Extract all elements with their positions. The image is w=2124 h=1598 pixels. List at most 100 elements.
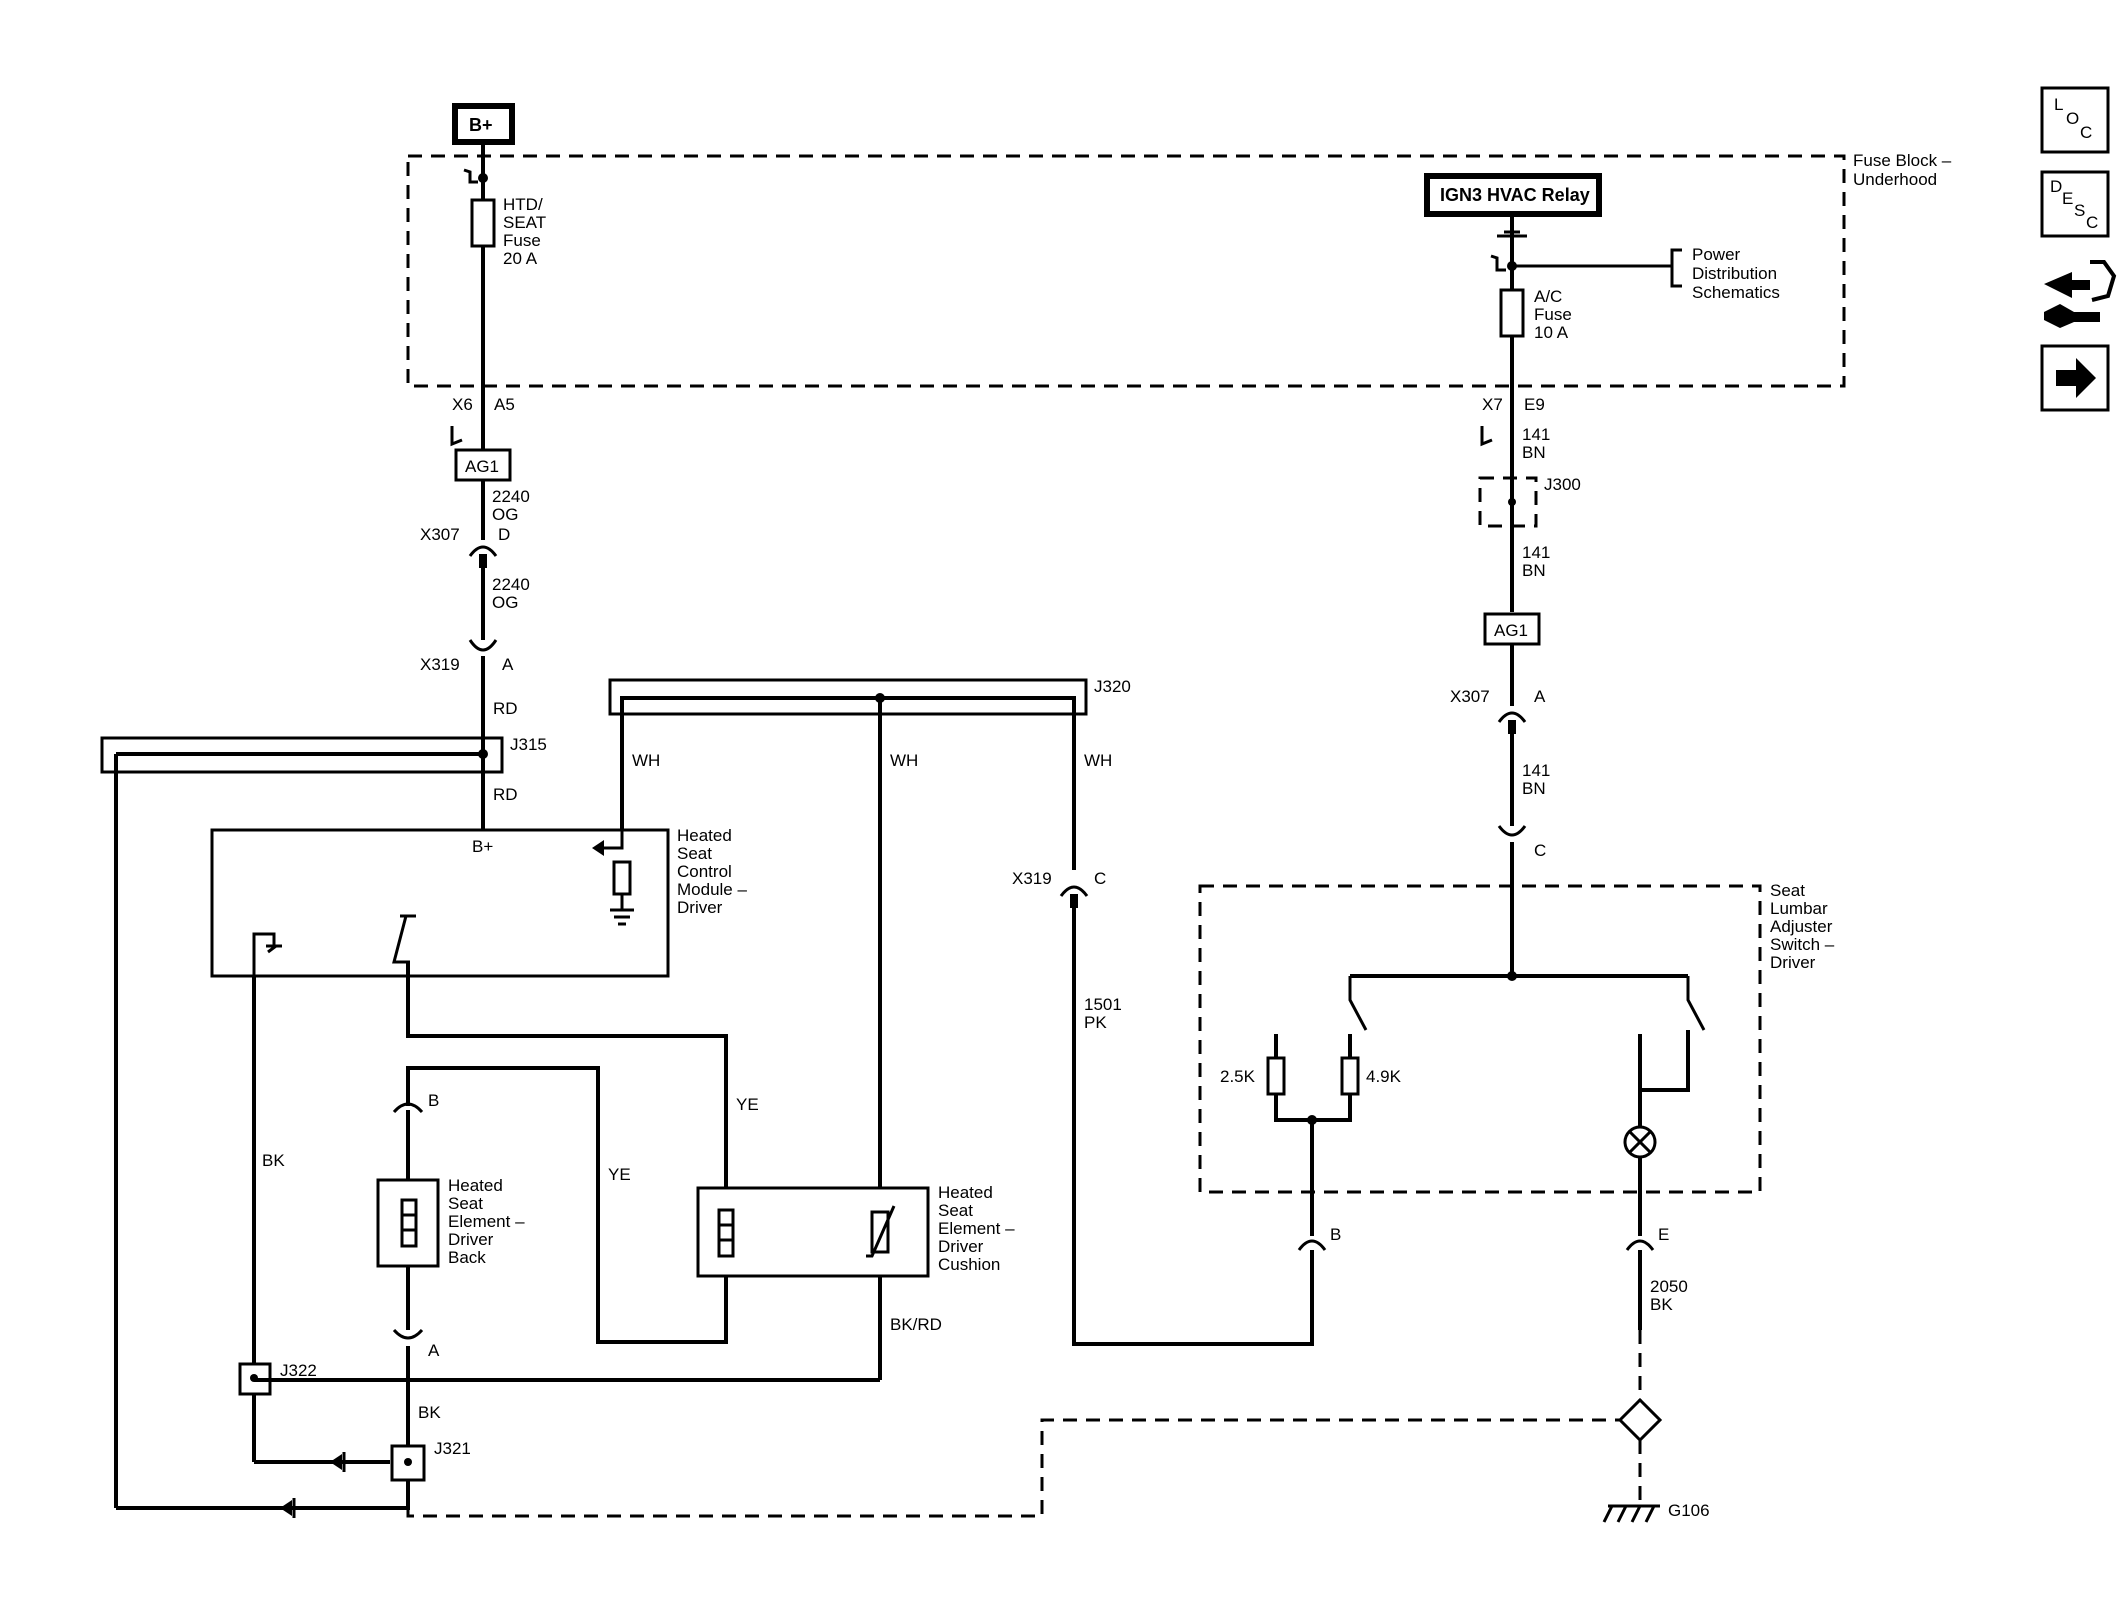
cushion-label-1: Heated	[938, 1183, 993, 1202]
power-dist-l2: Distribution	[1692, 264, 1777, 283]
htd-terminal	[463, 168, 478, 184]
wh-label-3: WH	[1084, 751, 1112, 770]
htd-fuse-symbol	[470, 198, 496, 248]
b-pin-connector	[392, 1102, 424, 1114]
lumbar-switch-outline	[1198, 884, 1762, 1194]
j320-bus	[620, 696, 1076, 870]
x319-left-label: X319	[420, 655, 460, 674]
module-label-3: Control	[677, 862, 732, 881]
switch-label-1: Seat	[1770, 881, 1805, 900]
ground-label: G106	[1668, 1501, 1710, 1520]
back-label-5: Back	[448, 1248, 486, 1267]
lamp-loop	[1638, 1030, 1690, 1092]
loc-icon[interactable]: L O C	[2040, 86, 2110, 154]
bkrd-label: BK/RD	[890, 1315, 942, 1334]
wire-2240-2a: 2240	[492, 575, 530, 594]
ag1-right-label: AG1	[1494, 621, 1528, 640]
rd-label-1: RD	[493, 699, 518, 718]
back-element-coil	[402, 1213, 416, 1232]
x319-left-connector	[468, 639, 498, 652]
x6-label: X6	[452, 395, 473, 414]
e-pin-connector	[1625, 1239, 1655, 1251]
ac-terminal	[1490, 254, 1506, 272]
c-pin-connector	[1497, 825, 1527, 837]
x7-label: X7	[1482, 395, 1503, 414]
connector-tool-icon[interactable]	[2044, 260, 2117, 328]
ground-symbol	[1602, 1504, 1660, 1523]
desc-icon[interactable]: D E S C	[2040, 170, 2110, 238]
switch-label-4: Switch –	[1770, 935, 1835, 954]
module-input-arrow	[592, 840, 604, 856]
wire-141-2a: 141	[1522, 543, 1550, 562]
bk-label-2: BK	[418, 1403, 441, 1422]
power-dist-l3: Schematics	[1692, 283, 1780, 302]
diode-2-arrow	[280, 1500, 292, 1516]
switch-label-3: Adjuster	[1770, 917, 1833, 936]
b-pin-right-label: B	[1330, 1225, 1341, 1244]
x6-connector	[450, 426, 463, 447]
ag1-right-box	[1483, 612, 1541, 646]
ye-label-1: YE	[736, 1095, 759, 1114]
cushion-label-4: Driver	[938, 1237, 984, 1256]
x307-a-pin: A	[1534, 687, 1546, 706]
j300-node	[1508, 498, 1516, 506]
htd-fuse-l1: HTD/	[503, 195, 543, 214]
module-resistor	[612, 860, 632, 896]
cushion-label-3: Element –	[938, 1219, 1015, 1238]
htd-node	[478, 173, 488, 183]
cushion-thermistor	[870, 1210, 890, 1254]
x319-c-label: X319	[1012, 869, 1052, 888]
r1-label: 2.5K	[1220, 1067, 1256, 1086]
module-chassis-ground	[252, 932, 282, 976]
cushion-heater	[717, 1208, 735, 1258]
a5-label: A5	[494, 395, 515, 414]
x7-connector	[1480, 426, 1493, 447]
j315-to-j321	[116, 1480, 410, 1510]
resistor-loop	[1274, 1034, 1352, 1122]
switch-contact-2	[1686, 976, 1706, 1031]
power-dist-l1: Power	[1692, 245, 1741, 264]
loc-o: O	[2066, 109, 2079, 128]
wh-label-1: WH	[632, 751, 660, 770]
cushion-coil	[719, 1223, 733, 1242]
lamp-cross	[1628, 1130, 1652, 1154]
back-label-1: Heated	[448, 1176, 503, 1195]
x319-a-label: A	[502, 655, 514, 674]
x307-right-label: X307	[1450, 687, 1490, 706]
j322-label: J322	[280, 1361, 317, 1380]
rd-label-2: RD	[493, 785, 518, 804]
x307-left-label: X307	[420, 525, 460, 544]
ye-label-2: YE	[608, 1165, 631, 1184]
wire-2050-bk: BK	[1650, 1295, 1673, 1314]
ac-fuse-l2: Fuse	[1534, 305, 1572, 324]
wire-2050: 2050	[1650, 1277, 1688, 1296]
loc-l: L	[2054, 95, 2063, 114]
b-pin-label: B	[428, 1091, 439, 1110]
j321-node	[404, 1458, 412, 1466]
desc-e: E	[2062, 189, 2073, 208]
wire-pk: PK	[1084, 1013, 1107, 1032]
module-ground-icon	[610, 894, 634, 926]
loc-c: C	[2080, 123, 2092, 142]
htd-fuse-l2: SEAT	[503, 213, 546, 232]
x319-c-pin-mark	[1070, 894, 1078, 908]
module-label-1: Heated	[677, 826, 732, 845]
j300-splice	[1478, 476, 1538, 528]
j321-label: J321	[434, 1439, 471, 1458]
module-label-5: Driver	[677, 898, 723, 917]
j300-label: J300	[1544, 475, 1581, 494]
fuse-block-outline	[406, 154, 1846, 388]
wire-1501: 1501	[1084, 995, 1122, 1014]
x319-c-pin: C	[1094, 869, 1106, 888]
htd-fuse-l4: 20 A	[503, 249, 538, 268]
shield-dashed-wire	[406, 1418, 1640, 1518]
x319-c-connector	[1059, 885, 1089, 897]
switch-label-2: Lumbar	[1770, 899, 1828, 918]
pk-wire	[1072, 908, 1314, 1346]
htd-fuse-l3: Fuse	[503, 231, 541, 250]
cushion-label-2: Seat	[938, 1201, 973, 1220]
control-module-box	[210, 828, 670, 978]
next-arrow-icon[interactable]	[2040, 344, 2110, 412]
wire-141-1b: BN	[1522, 443, 1546, 462]
